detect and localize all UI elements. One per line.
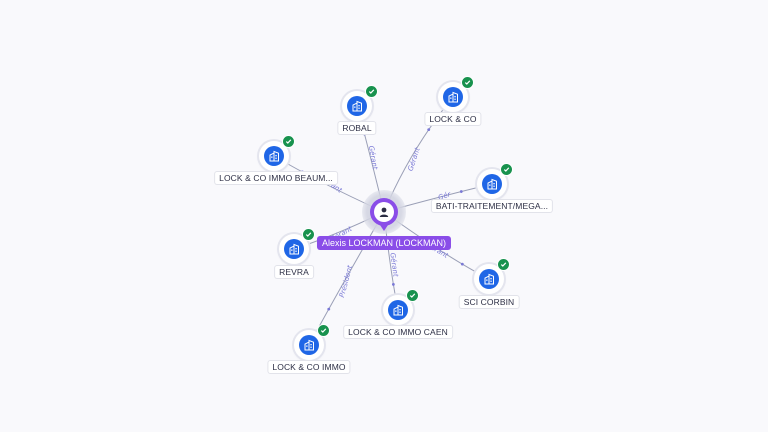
- edge-arrow-immo: [327, 307, 331, 311]
- company-label-bati[interactable]: BATI-TRAITEMENT/MEGA...: [431, 200, 553, 212]
- edge-arrow-sci: [460, 262, 464, 266]
- edge-role-label: Gérant: [367, 145, 379, 170]
- company-label-revra[interactable]: REVRA: [275, 266, 313, 278]
- edge-role-label: Président: [338, 264, 354, 298]
- company-node-beaum[interactable]: [259, 135, 295, 171]
- company-node-lockco[interactable]: [438, 76, 474, 112]
- company-node-sci[interactable]: [474, 258, 510, 294]
- company-node-revra[interactable]: [279, 228, 315, 264]
- edge-role-label: Gér: [437, 190, 453, 202]
- verified-check-icon: [497, 258, 510, 271]
- company-node-immo[interactable]: [294, 324, 330, 360]
- building-icon: [388, 300, 408, 320]
- company-label-beaum[interactable]: LOCK & CO IMMO BEAUM...: [215, 172, 337, 184]
- company-node-bati[interactable]: [477, 163, 513, 199]
- verified-check-icon: [406, 289, 419, 302]
- verified-check-icon: [302, 228, 315, 241]
- building-icon: [264, 146, 284, 166]
- person-icon: [374, 202, 394, 222]
- edge-arrow-caen: [391, 282, 395, 286]
- building-icon: [284, 239, 304, 259]
- edge-arrow-lockco: [427, 128, 431, 132]
- person-node[interactable]: [362, 190, 406, 234]
- company-label-lockco[interactable]: LOCK & CO: [425, 113, 481, 125]
- person-label[interactable]: Alexis LOCKMAN (LOCKMAN): [316, 236, 452, 250]
- building-icon: [299, 335, 319, 355]
- verified-check-icon: [365, 85, 378, 98]
- building-icon: [482, 174, 502, 194]
- company-label-immo[interactable]: LOCK & CO IMMO: [268, 361, 350, 373]
- edge-role-label: Gérant: [388, 252, 399, 277]
- building-icon: [479, 269, 499, 289]
- building-icon: [443, 87, 463, 107]
- building-icon: [347, 96, 367, 116]
- company-label-caen[interactable]: LOCK & CO IMMO CAEN: [344, 326, 452, 338]
- verified-check-icon: [282, 135, 295, 148]
- edge-role-label: Gérant: [407, 146, 422, 172]
- verified-check-icon: [317, 324, 330, 337]
- company-label-sci[interactable]: SCI CORBIN: [459, 296, 519, 308]
- company-label-robal[interactable]: ROBAL: [338, 122, 376, 134]
- edge-arrow-bati: [459, 190, 463, 193]
- verified-check-icon: [461, 76, 474, 89]
- person-marker: [370, 198, 398, 231]
- verified-check-icon: [500, 163, 513, 176]
- company-node-caen[interactable]: [383, 289, 419, 325]
- company-node-robal[interactable]: [342, 85, 378, 121]
